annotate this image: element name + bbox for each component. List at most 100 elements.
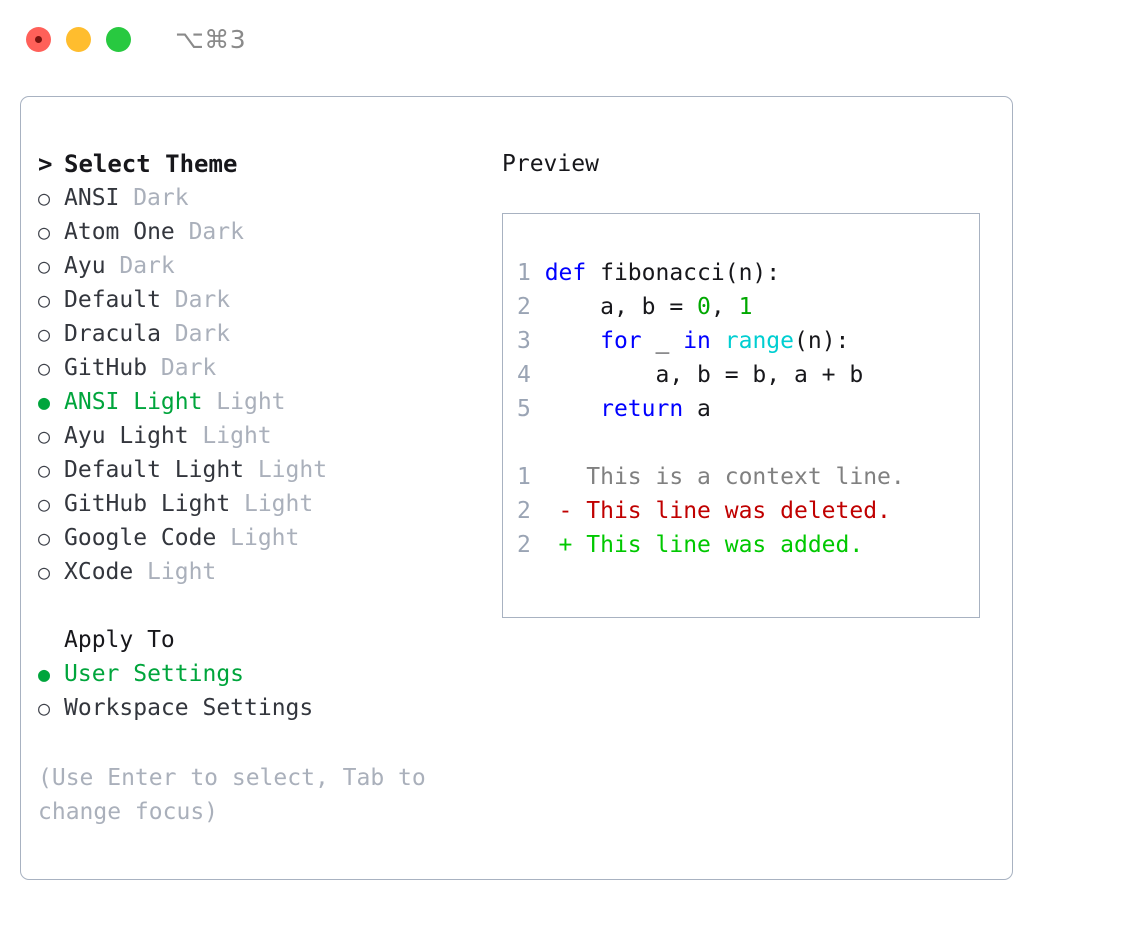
- radio-unselected-icon: ○: [38, 186, 51, 210]
- radio-unselected-icon: ○: [38, 424, 51, 448]
- section-spacer: [38, 589, 488, 623]
- theme-option-tag: Dark: [160, 355, 217, 381]
- diff-sample: 1 This is a context line.2 - This line w…: [517, 460, 905, 562]
- code-line-number: 5: [517, 396, 531, 422]
- apply-to-label: Apply To: [64, 627, 175, 653]
- diff-text: This is a context line.: [586, 464, 905, 490]
- keyboard-hint: (Use Enter to select, Tab to change focu…: [38, 765, 426, 825]
- theme-option-tag: Light: [257, 457, 328, 483]
- theme-option-tag: Light: [216, 389, 286, 415]
- theme-option-label: Ayu Light: [64, 423, 189, 449]
- apply-to-option-user-settings[interactable]: ● User Settings: [38, 657, 488, 691]
- title-bar: ⌥⌘3: [0, 0, 1140, 78]
- theme-option-label: GitHub Light: [64, 491, 231, 517]
- apply-to-option-label: User Settings: [64, 661, 245, 687]
- theme-option-default[interactable]: ○ Default Dark: [38, 283, 488, 317]
- theme-option-ayu[interactable]: ○ Ayu Dark: [38, 249, 488, 283]
- preview-pane: Preview 1 def fibonacci(n): 2 a, b = 0, 1…: [502, 147, 992, 618]
- radio-unselected-icon: ○: [38, 322, 51, 346]
- code-token: 1: [738, 294, 753, 320]
- code-line: 4 a, b = b, a + b: [517, 358, 863, 392]
- code-line: 1 def fibonacci(n):: [517, 256, 863, 290]
- caret-icon: >: [38, 150, 53, 178]
- close-button[interactable]: [26, 26, 51, 52]
- radio-unselected-icon: ○: [38, 458, 51, 482]
- radio-unselected-icon: ○: [38, 560, 51, 584]
- diff-text: This line was added.: [586, 532, 864, 558]
- theme-option-label: XCode: [64, 559, 134, 585]
- zoom-button[interactable]: [106, 26, 131, 52]
- theme-option-label: Atom One: [64, 219, 175, 245]
- theme-option-tag: Dark: [174, 287, 231, 313]
- code-token: fibonacci(n):: [600, 260, 781, 286]
- diff-line-added: 2 + This line was added.: [517, 528, 905, 562]
- theme-option-dracula[interactable]: ○ Dracula Dark: [38, 317, 488, 351]
- theme-option-label: Default: [64, 287, 161, 313]
- code-line-number: 2: [517, 294, 531, 320]
- code-token: a, b = b, a + b: [544, 362, 864, 388]
- radio-selected-icon: ●: [38, 390, 51, 414]
- theme-option-ayu-light[interactable]: ○ Ayu Light Light: [38, 419, 488, 453]
- code-line: 3 for _ in range(n):: [517, 324, 863, 358]
- diff-line-number: 2: [517, 498, 531, 524]
- theme-option-tag: Light: [147, 559, 217, 585]
- apply-to-heading: Apply To: [38, 623, 488, 657]
- code-token: ,: [710, 294, 739, 320]
- theme-option-tag: Dark: [174, 321, 231, 347]
- radio-unselected-icon: ○: [38, 254, 51, 278]
- theme-option-label: GitHub: [64, 355, 148, 381]
- code-token: range: [724, 328, 794, 354]
- code-token: [545, 328, 600, 354]
- radio-unselected-icon: ○: [38, 696, 51, 720]
- code-token: _: [641, 328, 684, 354]
- apply-to-option-label: Workspace Settings: [64, 695, 314, 721]
- preview-heading: Preview: [502, 151, 599, 177]
- radio-selected-icon: ●: [38, 662, 51, 686]
- theme-option-label: Ayu: [64, 253, 106, 279]
- theme-option-label: Dracula: [64, 321, 161, 347]
- code-line-number: 1: [517, 260, 531, 286]
- theme-option-tag: Light: [243, 491, 314, 517]
- code-token: in: [683, 328, 711, 354]
- code-token: (n):: [794, 328, 850, 354]
- theme-option-ansi-light[interactable]: ● ANSI Light Light: [38, 385, 488, 419]
- select-theme-heading: > Select Theme: [38, 147, 488, 181]
- preview-box: 1 def fibonacci(n): 2 a, b = 0, 1 3 for _ …: [502, 213, 980, 618]
- apply-to-option-workspace-settings[interactable]: ○ Workspace Settings: [38, 691, 488, 725]
- code-token: 0: [697, 294, 711, 320]
- radio-unselected-icon: ○: [38, 220, 51, 244]
- theme-option-tag: Dark: [188, 219, 244, 245]
- theme-option-github[interactable]: ○ GitHub Dark: [38, 351, 488, 385]
- code-line-number: 4: [517, 362, 531, 388]
- window-controls: [26, 26, 131, 52]
- theme-option-tag: Light: [202, 423, 272, 449]
- theme-option-atom-one[interactable]: ○ Atom One Dark: [38, 215, 488, 249]
- radio-unselected-icon: ○: [38, 288, 51, 312]
- theme-option-tag: Dark: [119, 253, 175, 279]
- theme-option-label: ANSI Light: [64, 389, 203, 415]
- window-title-shortcut: ⌥⌘3: [175, 24, 247, 54]
- select-theme-heading-label: Select Theme: [64, 150, 238, 178]
- diff-text: This line was deleted.: [586, 498, 891, 524]
- code-token: a, b =: [544, 294, 698, 320]
- diff-line-number: 2: [517, 532, 531, 558]
- code-token: [711, 328, 725, 354]
- code-sample: 1 def fibonacci(n): 2 a, b = 0, 1 3 for _ …: [517, 256, 863, 426]
- theme-option-xcode[interactable]: ○ XCode Light: [38, 555, 488, 589]
- code-token: def: [544, 260, 601, 286]
- code-token: [545, 396, 600, 422]
- code-token: return: [600, 396, 684, 422]
- radio-unselected-icon: ○: [38, 356, 51, 380]
- theme-option-tag: Dark: [133, 185, 189, 211]
- minimize-button[interactable]: [66, 26, 91, 52]
- code-line-number: 3: [517, 328, 531, 354]
- diff-marker: -: [558, 498, 573, 524]
